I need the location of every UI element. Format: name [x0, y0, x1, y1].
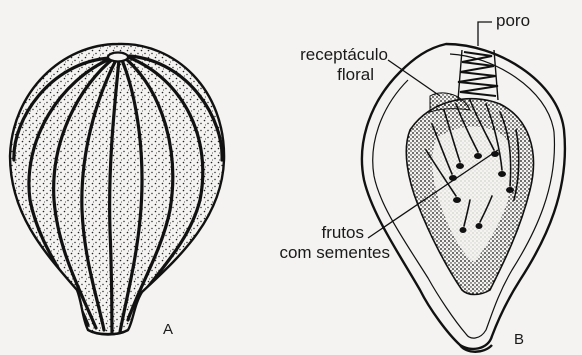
fig-b-seed: [460, 227, 467, 233]
fig-a-ostiole: [108, 53, 128, 62]
receptaculo-label-line1: receptáculo: [276, 46, 388, 63]
fig-b-seed: [474, 153, 482, 159]
fig-b-seed: [476, 223, 483, 229]
poro-bracket: [478, 22, 492, 46]
fig-whole-drawing: [10, 44, 224, 335]
poro-label: poro: [496, 12, 530, 29]
frutos-label-line1: frutos: [252, 224, 364, 241]
panel-label-b: B: [514, 331, 524, 348]
fig-b-seed: [456, 163, 464, 169]
receptaculo-label-line2: floral: [276, 66, 374, 83]
frutos-label-line2: com sementes: [246, 244, 390, 261]
fig-b-seed: [453, 197, 461, 203]
fig-section-drawing: [362, 44, 565, 352]
fig-b-seed: [498, 171, 506, 177]
panel-label-a: A: [163, 321, 173, 338]
fig-b-seed: [506, 187, 514, 193]
